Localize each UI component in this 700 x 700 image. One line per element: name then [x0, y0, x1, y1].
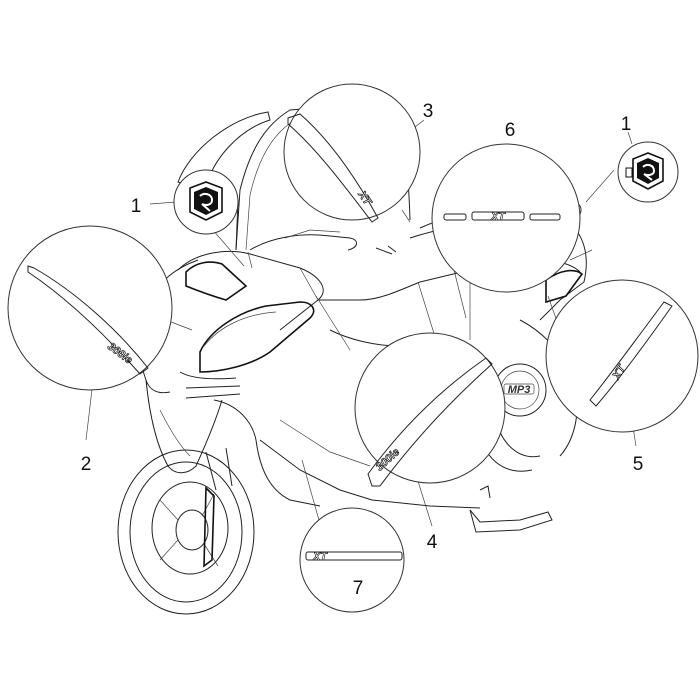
piaggio-shield-icon	[625, 152, 664, 190]
detail-circle-5: XT	[545, 279, 699, 433]
callout-1-left: 1	[131, 196, 142, 217]
piaggio-shield-icon	[189, 181, 223, 221]
detail-circle-4: 300ie	[354, 332, 506, 487]
decal-xt-small: XT	[312, 551, 328, 563]
callout-4: 4	[427, 532, 438, 553]
callout-6: 6	[505, 120, 516, 141]
callout-1-right: 1	[621, 114, 632, 135]
engine-cover-logo: MP3	[508, 384, 531, 396]
callout-7: 7	[353, 578, 364, 599]
detail-circle-7: XT	[299, 507, 405, 613]
detail-circle-1-left	[173, 169, 239, 235]
detail-circle-1-right	[617, 141, 679, 203]
callout-numbers: 1 1 2 3 4 5 6 7	[81, 101, 644, 599]
scooter-illustration: MP3	[117, 101, 593, 615]
detail-circle-6: XT	[431, 143, 581, 293]
callout-2: 2	[81, 454, 92, 475]
detail-circle-3: XT	[283, 83, 421, 223]
detail-circle-2: 300ie	[7, 225, 173, 391]
decal-xt-stripe: XT	[490, 211, 506, 223]
callout-3: 3	[423, 101, 434, 122]
callout-5: 5	[633, 454, 644, 475]
